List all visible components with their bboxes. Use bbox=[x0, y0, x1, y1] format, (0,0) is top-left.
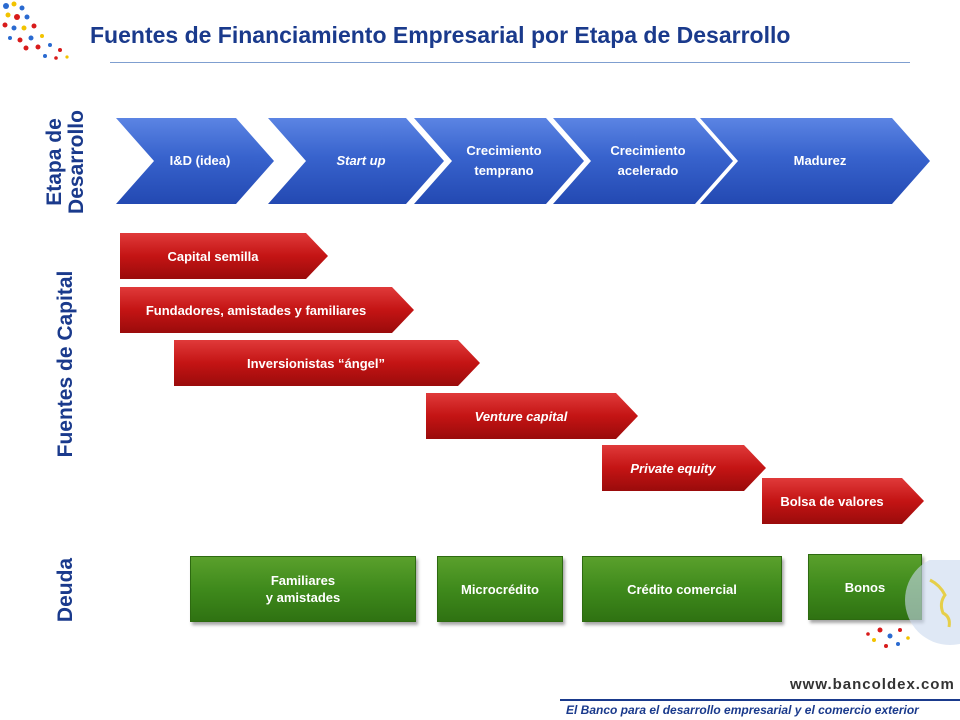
stage-label-2: temprano bbox=[474, 163, 534, 178]
section-label-deuda: Deuda bbox=[54, 557, 77, 623]
title-divider bbox=[110, 62, 910, 63]
capital-fundadores-arrow: Fundadores, amistades y familiares bbox=[120, 287, 414, 333]
debt-familiares-box: Familiares y amistades bbox=[190, 556, 416, 622]
capital-angel-arrow: Inversionistas “ángel” bbox=[174, 340, 480, 386]
footer-tagline: El Banco para el desarrollo empresarial … bbox=[566, 703, 919, 717]
footer-divider bbox=[560, 699, 960, 701]
capital-private-equity-arrow: Private equity bbox=[602, 445, 766, 491]
stage-label-2: acelerado bbox=[617, 163, 679, 178]
stage-label: Crecimiento bbox=[610, 143, 686, 158]
section-label-etapa: Etapa de Desarrollo bbox=[43, 110, 88, 214]
stage-label: Start up bbox=[336, 153, 386, 168]
page-title: Fuentes de Financiamiento Empresarial po… bbox=[90, 22, 791, 48]
stage-label: I&D (idea) bbox=[169, 153, 231, 168]
debt-label-2: y amistades bbox=[265, 590, 341, 605]
section-label-etapa-line2: Desarrollo bbox=[65, 110, 88, 214]
capital-semilla-arrow: Capital semilla bbox=[120, 233, 328, 279]
stage-label: Crecimiento bbox=[466, 143, 542, 158]
debt-label: Bonos bbox=[844, 579, 886, 595]
globe-decoration bbox=[866, 560, 960, 648]
stage-madurez: Madurez bbox=[700, 118, 930, 204]
section-label-etapa-line1: Etapa de bbox=[43, 118, 66, 206]
debt-bonos-box: Bonos bbox=[808, 554, 922, 620]
debt-label: Crédito comercial bbox=[627, 581, 737, 597]
debt-microcredito-box: Microcrédito bbox=[437, 556, 563, 622]
capital-venture-arrow: Venture capital bbox=[426, 393, 638, 439]
stage-id-idea: I&D (idea) bbox=[116, 118, 274, 204]
section-label-fuentes: Fuentes de Capital bbox=[54, 270, 77, 458]
capital-bolsa-arrow: Bolsa de valores bbox=[762, 478, 924, 524]
logo-dots-decoration bbox=[2, 1, 69, 60]
debt-label: Familiares bbox=[270, 573, 336, 588]
debt-label: Microcrédito bbox=[460, 581, 539, 597]
footer-url[interactable]: www.bancoldex.com bbox=[790, 676, 955, 693]
debt-credito-comercial-box: Crédito comercial bbox=[582, 556, 782, 622]
stage-start-up: Start up bbox=[268, 118, 444, 204]
stage-label: Madurez bbox=[793, 153, 847, 168]
